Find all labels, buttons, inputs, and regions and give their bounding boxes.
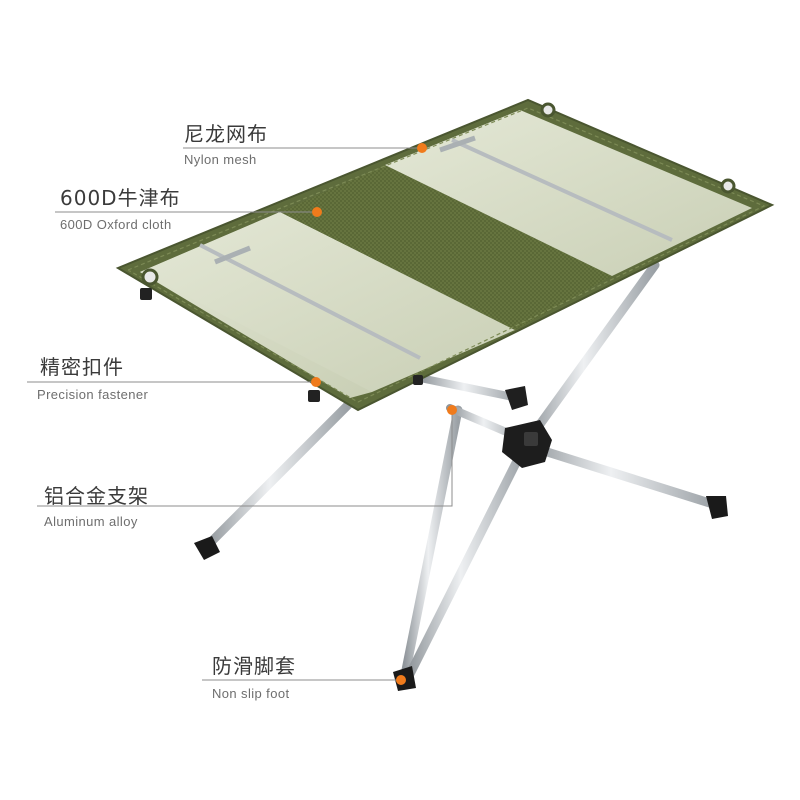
aluminum-legs [200, 260, 721, 685]
marker-oxford [312, 207, 322, 217]
marker-fastener [311, 377, 321, 387]
callout-alloy-en: Aluminum alloy [44, 514, 138, 529]
callout-fastener-en: Precision fastener [37, 387, 149, 402]
marker-foot [396, 675, 406, 685]
callout-foot-en: Non slip foot [212, 686, 290, 701]
callout-nylon-cn: 尼龙网布 [184, 122, 268, 146]
callout-foot-cn: 防滑脚套 [212, 654, 296, 678]
callout-oxford-en: 600D Oxford cloth [60, 217, 172, 232]
tabletop [115, 98, 775, 412]
foot-caps [194, 496, 728, 691]
callout-oxford-cn: 600D牛津布 [60, 186, 181, 210]
callout-nylon-en: Nylon mesh [184, 152, 257, 167]
callout-fastener-cn: 精密扣件 [40, 355, 124, 379]
marker-alloy [447, 405, 457, 415]
callout-alloy-cn: 铝合金支架 [44, 484, 149, 508]
callout-markers [311, 143, 457, 685]
leg-hub [502, 386, 552, 468]
marker-nylon [417, 143, 427, 153]
